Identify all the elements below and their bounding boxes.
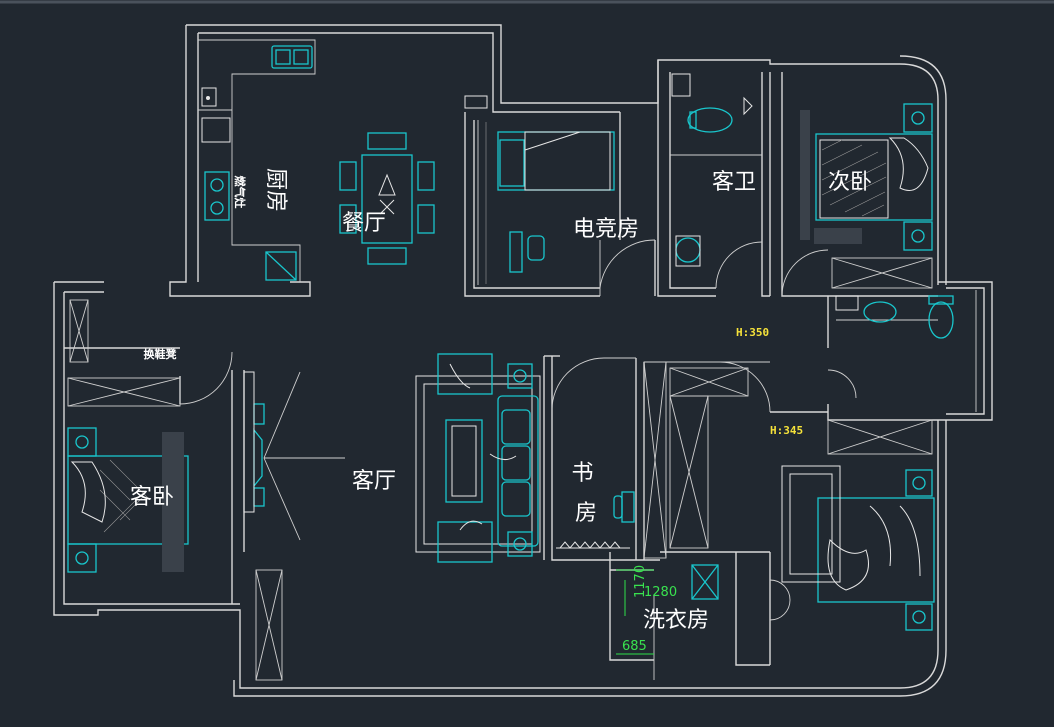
annotations: H:350 H:345 燃气灶 换鞋凳 1280 1170 685: [144, 175, 804, 655]
stove-label: 燃气灶: [233, 175, 247, 209]
laundry-label: 洗衣房: [643, 608, 709, 633]
esports-label: 电竞房: [573, 217, 639, 242]
second-bedroom-label: 次卧: [828, 170, 872, 195]
esports-furniture: [464, 95, 615, 285]
guest-bedroom-furniture: [67, 427, 189, 573]
kitchen-fixtures: [201, 45, 313, 281]
living-sofa-set: [415, 353, 541, 563]
dining-table: [339, 132, 435, 265]
second-bedroom-furniture: [800, 103, 933, 251]
exterior-walls: [53, 24, 993, 697]
study-label-char-1: 书: [571, 461, 593, 486]
tv-wall: [243, 371, 345, 541]
interior-walls: [64, 60, 938, 681]
guest-bath-fixtures: [671, 73, 753, 267]
dimension-1280: 1280: [644, 585, 677, 600]
height-mark-1: H:350: [736, 326, 769, 339]
guest-bedroom-label: 客卧: [130, 485, 174, 510]
dining-label: 餐厅: [342, 211, 386, 236]
kitchen-label: 厨房: [263, 168, 288, 212]
dimension-1170: 1170: [633, 565, 648, 598]
room-labels: 厨房 餐厅 电竞房 客卫 次卧 客厅 客卧 洗衣房 书 房: [130, 168, 872, 633]
master-bath-fixtures: [835, 295, 954, 339]
master-bedroom-furniture: [781, 465, 935, 631]
guest-bath-label: 客卫: [712, 170, 756, 195]
living-label: 客厅: [352, 469, 396, 494]
study-furniture: [556, 491, 635, 549]
shoe-bench-label: 换鞋凳: [144, 347, 178, 361]
height-mark-2: H:345: [770, 424, 803, 437]
study-label: 书 房: [571, 461, 600, 526]
laundry-fixtures: [616, 564, 719, 655]
study-label-char-2: 房: [575, 501, 597, 526]
dimension-685: 685: [622, 639, 647, 654]
